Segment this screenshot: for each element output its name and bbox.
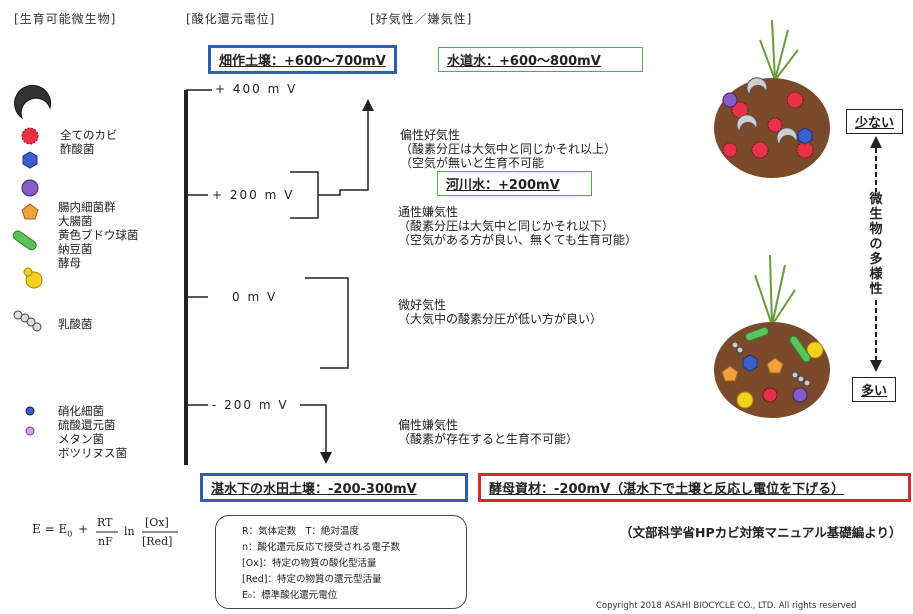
- river-water-label: 河川水：+200mV: [446, 178, 560, 193]
- diversity-high-box: 多い: [852, 377, 897, 402]
- soil-illustrations: [714, 19, 830, 418]
- formula-legend: R：気体定数 T：絶対温度 n：酸化還元反応で授受される電子数 [Ox]：特定の…: [215, 515, 467, 609]
- plant-icon: [754, 254, 796, 326]
- tap-water-box: 水道水：+600〜800mV: [438, 47, 643, 72]
- desc-facultative-anaerobe: 通性嫌気性 （酸素分圧は大気中と同じかそれ以下） （空気がある方が良い、無くても…: [398, 205, 637, 247]
- formula-lhs: E = E: [32, 522, 68, 536]
- organism-icons: [12, 84, 52, 436]
- desc-microaerophile: 微好気性 （大気中の酸素分圧が低い方が良い）: [398, 298, 602, 326]
- header-oxygen: [好気性／嫌気性]: [370, 12, 473, 26]
- lactic-chain-icon: [13, 310, 42, 332]
- organism-name: 乳酸菌: [58, 317, 93, 331]
- legend-line: R：気体定数 T：絶対温度: [242, 526, 359, 537]
- level-plus-400: + 400 m V: [215, 82, 298, 96]
- green-rod-icon: [12, 230, 37, 251]
- blue-hexagon-icon: [22, 151, 38, 169]
- field-soil-box: 畑作土壌：+600〜700mV: [208, 45, 397, 74]
- source-note: （文部科学省HPカビ対策マニュアル基礎編より）: [620, 525, 902, 540]
- desc-line: 偏性嫌気性: [398, 418, 459, 432]
- organism-group-1: 全てのカビ 酢酸菌: [60, 128, 118, 156]
- organism-name: 納豆菌: [58, 242, 93, 256]
- desc-obligate-anaerobe: 偏性嫌気性 （酸素が存在すると生育不可能）: [398, 418, 578, 446]
- formula-subscript: 0: [67, 529, 73, 539]
- desc-line: （酸素分圧は大気中と同じかそれ以上）: [400, 142, 617, 156]
- desc-line: （空気が無いと生育不可能: [400, 156, 545, 170]
- yeast-material-label: 酵母資材：-200mV（湛水下で土壌と反応し電位を下げる）: [489, 482, 845, 497]
- formula-red: [Red]: [142, 535, 173, 548]
- formula-nf: nF: [98, 535, 113, 548]
- desc-line: （大気中の酸素分圧が低い方が良い）: [398, 312, 603, 326]
- organism-group-3: 乳酸菌: [58, 317, 93, 331]
- river-water-box: 河川水：+200mV: [437, 171, 592, 196]
- navy-bacteria-icon: [25, 406, 35, 416]
- organism-name: 酢酸菌: [60, 142, 95, 156]
- formula-ln: ln: [124, 525, 135, 538]
- diversity-low-label: 少ない: [855, 116, 895, 131]
- field-soil-label: 畑作土壌：+600〜700mV: [219, 54, 386, 69]
- orange-pentagon-icon: [21, 203, 39, 220]
- desc-line: 偏性好気性: [400, 128, 461, 142]
- diversity-high-label: 多い: [861, 384, 888, 399]
- organism-name: 黄色ブドウ球菌: [58, 228, 139, 242]
- organism-name: ボツリヌス菌: [58, 446, 127, 460]
- copyright: Copyright 2018 ASAHI BIOCYCLE CO., LTD. …: [596, 601, 857, 611]
- yeast-material-box: 酵母資材：-200mV（湛水下で土壌と反応し電位を下げる）: [478, 473, 911, 502]
- header-organisms: [生育可能微生物]: [14, 12, 117, 26]
- tap-water-label: 水道水：+600〜800mV: [447, 54, 601, 69]
- legend-line: [Red]：特定の物質の還元型活量: [242, 574, 382, 585]
- plant-icon: [759, 19, 799, 81]
- level-zero: 0 m V: [232, 290, 278, 304]
- pink-bacteria-icon: [25, 426, 35, 436]
- organism-name: 腸内細菌群: [58, 200, 116, 214]
- diversity-low-box: 少ない: [846, 109, 904, 134]
- organism-name: 全てのカビ: [60, 128, 118, 142]
- paddy-soil-label: 湛水下の水田土壌：-200-300mV: [211, 482, 417, 497]
- anaerobe-arrow: [300, 404, 332, 464]
- desc-line: （酸素分圧は大気中と同じかそれ以下）: [398, 219, 615, 233]
- organism-group-4: 硝化細菌 硫酸還元菌 メタン菌 ボツリヌス菌: [58, 404, 127, 460]
- level-minus-200: - 200 m V: [212, 398, 289, 412]
- organism-name: 酵母: [58, 256, 81, 270]
- legend-line: n：酸化還元反応で授受される電子数: [242, 542, 401, 553]
- header-potential: [酸化還元電位]: [186, 12, 276, 26]
- organism-name: 硝化細菌: [58, 404, 104, 418]
- organism-name: メタン菌: [58, 432, 104, 446]
- legend-line: E₀：標準酸化還元電位: [242, 590, 338, 601]
- formula-plus: +: [78, 522, 89, 536]
- desc-line: （酸素が存在すると生育不可能）: [398, 432, 579, 446]
- desc-line: 微好気性: [398, 298, 447, 312]
- aerobe-arrow: [318, 99, 374, 196]
- desc-obligate-aerobe: 偏性好気性 （酸素分圧は大気中と同じかそれ以上） （空気が無いと生育不可能: [400, 128, 616, 170]
- formula-rt: RT: [97, 516, 113, 529]
- nernst-formula: E = E0 +: [32, 522, 88, 538]
- organism-group-2: 腸内細菌群 大腸菌 黄色ブドウ球菌 納豆菌 酵母: [58, 200, 139, 270]
- desc-line: 通性嫌気性: [398, 205, 459, 219]
- organism-name: 大腸菌: [58, 214, 93, 228]
- paddy-soil-box: 湛水下の水田土壌：-200-300mV: [200, 473, 468, 502]
- formula-ox: [Ox]: [145, 516, 169, 529]
- mold-crescent-icon: [14, 84, 52, 120]
- diversity-label: 微生物の多様性: [869, 192, 883, 297]
- legend-line: [Ox]：特定の物質の酸化型活量: [242, 558, 377, 569]
- desc-line: （空気がある方が良い、無くても生育可能）: [398, 233, 638, 247]
- purple-bacteria-icon: [21, 179, 39, 197]
- red-mold-icon: [21, 127, 39, 145]
- organism-name: 硫酸還元菌: [58, 418, 116, 432]
- level-plus-200: + 200 m V: [212, 188, 295, 202]
